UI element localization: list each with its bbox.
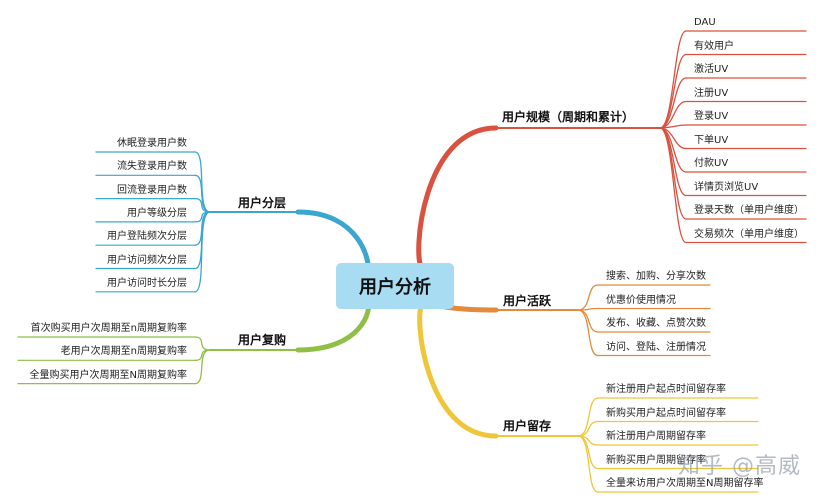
leaf-connector-liucun-4 bbox=[577, 435, 599, 493]
branch-curve-fenceng bbox=[295, 209, 371, 273]
leaf-guimo-7[interactable]: 详情页浏览UV bbox=[694, 181, 759, 193]
leaf-liucun-1[interactable]: 新购买用户起点时间留存率 bbox=[606, 407, 726, 419]
leaf-connector-huoyue-3 bbox=[577, 309, 599, 357]
leaf-fugou-0[interactable]: 首次购买用户次周期至n周期复购率 bbox=[30, 323, 187, 334]
leaf-fenceng-4[interactable]: 用户登陆频次分层 bbox=[107, 231, 187, 243]
leaf-liucun-2[interactable]: 新注册用户周期留存率 bbox=[606, 431, 706, 442]
leaf-fenceng-0[interactable]: 休眠登录用户数 bbox=[117, 138, 187, 149]
branch-user-retention[interactable]: 用户留存 bbox=[503, 419, 552, 433]
leaf-guimo-4[interactable]: 登录UV bbox=[694, 111, 729, 122]
leaf-fugou-1[interactable]: 老用户次周期至n周期复购率 bbox=[60, 346, 187, 358]
center-node[interactable]: 用户分析 bbox=[336, 263, 454, 309]
branch-curve-guimo bbox=[416, 125, 499, 271]
leaf-guimo-1[interactable]: 有效用户 bbox=[694, 40, 734, 52]
leaf-fenceng-3[interactable]: 用户等级分层 bbox=[127, 207, 187, 219]
leaf-huoyue-3[interactable]: 访问、登陆、注册情况 bbox=[606, 341, 706, 353]
leaf-guimo-0[interactable]: DAU bbox=[694, 17, 716, 28]
leaf-connector-liucun-3 bbox=[577, 435, 599, 470]
leaf-connector-guimo-2 bbox=[659, 77, 687, 129]
leaf-liucun-3[interactable]: 新购买用户周期留存率 bbox=[606, 454, 706, 466]
leaf-connector-guimo-0 bbox=[659, 30, 687, 129]
leaf-connector-guimo-9 bbox=[659, 127, 687, 244]
leaf-liucun-4[interactable]: 全量来访用户次周期至N周期留存率 bbox=[606, 478, 764, 489]
leaf-fenceng-6[interactable]: 用户访问时长分层 bbox=[107, 277, 187, 289]
leaf-connector-guimo-3 bbox=[659, 100, 687, 129]
leaf-fugou-2[interactable]: 全量购买用户次周期至N周期复购率 bbox=[29, 369, 187, 381]
branch-user-segment[interactable]: 用户分层 bbox=[238, 196, 287, 210]
leaf-connector-fenceng-6 bbox=[194, 211, 211, 293]
leaf-connector-fugou-2 bbox=[194, 349, 211, 385]
leaf-huoyue-1[interactable]: 优惠价使用情况 bbox=[606, 294, 676, 306]
leaf-guimo-9[interactable]: 交易频次（单用户维度） bbox=[694, 228, 804, 240]
leaf-guimo-8[interactable]: 登录天数（单用户维度） bbox=[694, 205, 804, 216]
leaf-fenceng-1[interactable]: 流失登录用户数 bbox=[117, 161, 187, 173]
branch-user-active[interactable]: 用户活跃 bbox=[503, 294, 552, 308]
leaf-connector-fenceng-1 bbox=[194, 174, 211, 213]
leaf-fenceng-5[interactable]: 用户访问频次分层 bbox=[107, 254, 187, 266]
leaf-guimo-6[interactable]: 付款UV bbox=[694, 158, 729, 169]
leaf-huoyue-2[interactable]: 发布、收藏、点赞次数 bbox=[606, 318, 706, 329]
branch-user-repurchase[interactable]: 用户复购 bbox=[238, 333, 287, 347]
branch-curve-liucun bbox=[417, 303, 499, 439]
branch-user-scale[interactable]: 用户规模（周期和累计） bbox=[502, 110, 635, 124]
watermark: 知乎 @高威 bbox=[678, 454, 801, 479]
leaf-liucun-0[interactable]: 新注册用户起点时间留存率 bbox=[606, 384, 726, 395]
leaf-guimo-5[interactable]: 下单UV bbox=[694, 134, 729, 146]
leaf-huoyue-0[interactable]: 搜索、加购、分享次数 bbox=[606, 271, 706, 282]
leaf-guimo-3[interactable]: 注册UV bbox=[694, 87, 729, 99]
leaf-connector-fugou-0 bbox=[194, 336, 211, 351]
leaf-connector-huoyue-0 bbox=[577, 284, 599, 311]
leaf-connector-liucun-0 bbox=[577, 397, 599, 437]
leaf-fenceng-2[interactable]: 回流登录用户数 bbox=[117, 184, 187, 196]
leaf-guimo-2[interactable]: 激活UV bbox=[694, 64, 729, 75]
